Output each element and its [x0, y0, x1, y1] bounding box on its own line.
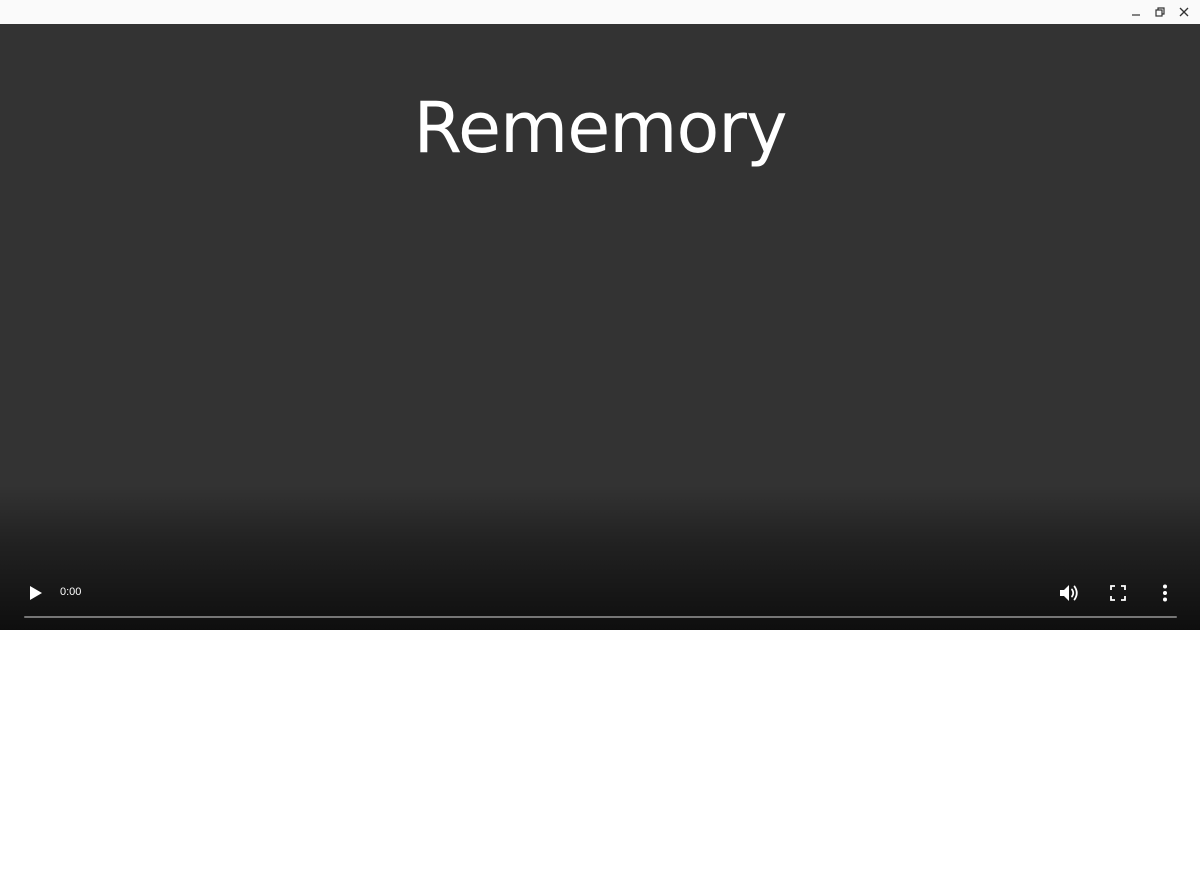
more-vertical-icon: [1163, 584, 1167, 602]
volume-button[interactable]: [1056, 580, 1084, 606]
seek-bar[interactable]: [24, 616, 1177, 618]
controls-overlay: [0, 485, 1200, 630]
restore-icon: [1155, 7, 1165, 17]
restore-button[interactable]: [1148, 0, 1172, 24]
more-options-button[interactable]: [1152, 580, 1178, 606]
window-controls: [1124, 0, 1196, 24]
video-player[interactable]: Rememory 0:00: [0, 24, 1200, 630]
minimize-icon: [1132, 14, 1140, 16]
volume-icon: [1060, 585, 1078, 601]
close-icon: [1179, 7, 1189, 17]
play-icon: [30, 586, 42, 600]
minimize-button[interactable]: [1124, 0, 1148, 24]
video-frame-title: Rememory: [413, 87, 787, 169]
close-button[interactable]: [1172, 0, 1196, 24]
window-titlebar: [0, 0, 1200, 24]
fullscreen-icon: [1110, 585, 1126, 601]
fullscreen-button[interactable]: [1104, 580, 1132, 606]
current-time: 0:00: [60, 586, 82, 598]
play-button[interactable]: [22, 580, 50, 606]
